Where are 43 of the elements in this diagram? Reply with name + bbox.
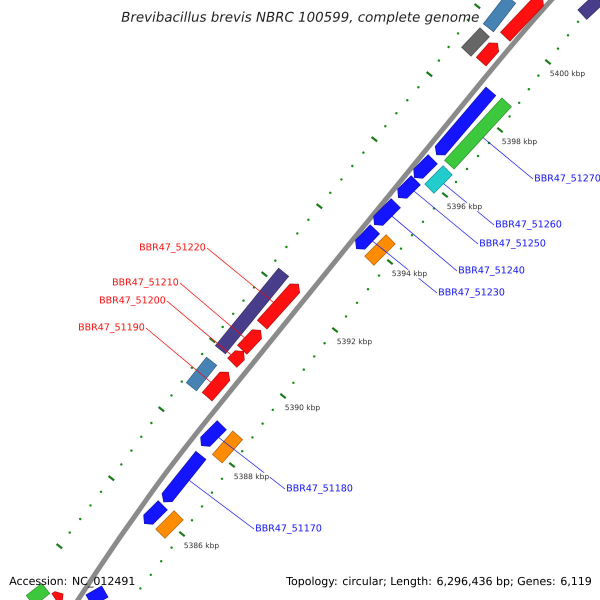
gene-label: BBR47_51240 [459, 266, 524, 276]
gene-label: BBR47_51190 [79, 323, 144, 333]
leader-line [392, 216, 458, 272]
gene-label: BBR47_51270 [535, 174, 600, 184]
leader-line [180, 282, 245, 338]
gene-bar [424, 165, 453, 194]
gene-label: BBR47_51170 [256, 524, 322, 534]
gene-block [434, 86, 496, 156]
gene-label: BBR47_51250 [480, 239, 546, 249]
gene-block [237, 329, 262, 355]
leader-line [482, 137, 534, 180]
gene-label: BBR47_51230 [439, 288, 504, 298]
title: Brevibacillus brevis NBRC 100599, complete genome [122, 12, 479, 24]
gene-label: BBR47_51180 [287, 484, 352, 494]
gene-label: BBR47_51260 [496, 220, 562, 230]
gene-bar [482, 0, 516, 32]
footer-text: Accession: NC_012491 [9, 576, 134, 588]
gene-bar [461, 27, 490, 57]
leader-line [414, 190, 478, 244]
footer-text: Topology: circular; Length: 6,296,436 bp; Genes: 6,119 [286, 576, 592, 588]
gene-bar [212, 430, 243, 464]
gene-label: BBR47_51220 [140, 243, 206, 253]
leader-line [206, 248, 274, 303]
leader-line [166, 300, 232, 356]
gene-block [500, 0, 544, 42]
gene-block [373, 198, 401, 226]
gene-label: BBR47_51200 [100, 296, 166, 306]
leader-line [146, 328, 212, 383]
gene-block [397, 175, 421, 199]
gene-bar [155, 510, 184, 539]
gene-block [162, 450, 206, 502]
gene-block [476, 42, 500, 66]
gene-block [200, 420, 227, 447]
gene-bar [364, 234, 396, 266]
leader-line [188, 480, 254, 530]
gene-label: BBR47_51210 [113, 278, 178, 288]
gene-block [355, 224, 380, 250]
gene-block [143, 500, 168, 525]
gene-block [227, 350, 245, 368]
gene-block [202, 372, 230, 402]
leader-line [218, 437, 286, 490]
gene-bar [186, 356, 218, 392]
gene-block [413, 154, 438, 179]
